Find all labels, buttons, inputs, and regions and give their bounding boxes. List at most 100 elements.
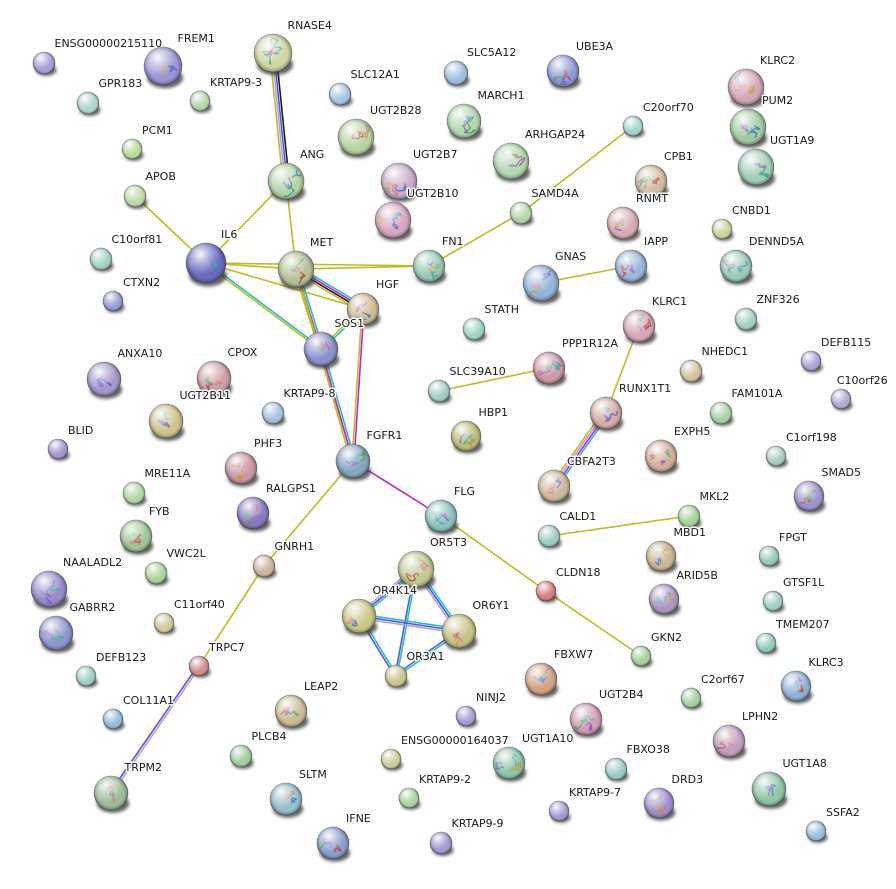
protein-node-GPR183[interactable]: GPR183 [76, 76, 144, 116]
protein-node-RUNX1T1[interactable]: RUNX1T1 [589, 381, 673, 432]
protein-node-UGT2B11[interactable]: UGT2B11 [148, 388, 232, 441]
edge-HGF-FGFR1-experiments[interactable] [353, 308, 365, 462]
protein-node-ANXA10[interactable]: ANXA10 [86, 346, 164, 399]
edge-TRPC7-TRPM2-cooccurrence[interactable] [109, 664, 199, 794]
protein-node-DRD3[interactable]: DRD3 [643, 772, 705, 821]
protein-node-UGT1A10[interactable]: UGT1A10 [492, 731, 575, 782]
protein-node-SSFA2[interactable]: SSFA2 [805, 805, 861, 843]
protein-node-NHEDC1[interactable]: NHEDC1 [679, 344, 750, 384]
protein-node-MRE11A[interactable]: MRE11A [122, 466, 192, 506]
protein-node-DEFB115[interactable]: DEFB115 [800, 335, 873, 373]
protein-node-MKL2[interactable]: MKL2 [677, 489, 731, 529]
protein-node-KRTAP9-2[interactable]: KRTAP9-2 [398, 772, 473, 810]
protein-node-FBXW7[interactable]: FBXW7 [524, 647, 595, 698]
protein-node-UGT2B4[interactable]: UGT2B4 [569, 687, 645, 738]
protein-node-SOS1[interactable]: SOS1 [303, 316, 366, 369]
edge-CLDN18-GKN2-textmining[interactable] [545, 590, 642, 657]
protein-node-SLC12A1[interactable]: SLC12A1 [328, 67, 401, 107]
protein-node-UGT2B28[interactable]: UGT2B28 [337, 103, 423, 159]
protein-node-UGT2B7[interactable]: UGT2B7 [380, 147, 459, 203]
protein-node-EXPH5[interactable]: EXPH5 [644, 424, 712, 475]
protein-node-TRPC7[interactable]: TRPC7 [188, 640, 246, 678]
protein-node-KRTAP9-7[interactable]: KRTAP9-7 [548, 785, 623, 823]
protein-node-ENSG00000215110[interactable]: ENSG00000215110 [32, 36, 164, 76]
protein-node-PLCB4[interactable]: PLCB4 [229, 729, 288, 769]
protein-node-C1orf198[interactable]: C1orf198 [765, 430, 838, 468]
protein-node-C20orf70[interactable]: C20orf70 [622, 100, 695, 138]
edge-IL6-FN1-textmining[interactable] [205, 262, 430, 267]
protein-node-SLC39A10[interactable]: SLC39A10 [427, 364, 507, 404]
edge-FGFR1-GNRH1-textmining[interactable] [263, 460, 354, 567]
protein-node-SAMD4A[interactable]: SAMD4A [509, 186, 581, 226]
protein-node-FREM1[interactable]: FREM1 [143, 31, 216, 89]
protein-node-RALGPS1[interactable]: RALGPS1 [236, 481, 318, 532]
protein-node-CBFA2T3[interactable]: CBFA2T3 [537, 454, 617, 505]
protein-node-FLG[interactable]: FLG [424, 484, 476, 535]
protein-node-FN1[interactable]: FN1 [412, 234, 465, 285]
protein-node-UGT1A9[interactable]: UGT1A9 [737, 133, 816, 189]
protein-node-KRTAP9-8[interactable]: KRTAP9-8 [261, 386, 337, 426]
protein-node-UBE3A[interactable]: UBE3A [546, 39, 615, 90]
protein-node-KLRC1[interactable]: KLRC1 [622, 294, 689, 345]
protein-node-PPP1R12A[interactable]: PPP1R12A [532, 336, 620, 387]
protein-node-APOB[interactable]: APOB [123, 169, 177, 209]
protein-node-RNASE4[interactable]: RNASE4 [253, 18, 333, 76]
protein-node-CPB1[interactable]: CPB1 [634, 149, 694, 200]
protein-node-FBXO38[interactable]: FBXO38 [604, 742, 671, 782]
protein-node-SLC5A12[interactable]: SLC5A12 [443, 45, 518, 88]
protein-node-ANG[interactable]: ANG [267, 147, 326, 203]
protein-node-FPGT[interactable]: FPGT [758, 530, 809, 568]
protein-node-RNMT[interactable]: RNMT [606, 191, 670, 242]
protein-node-MBD1[interactable]: MBD1 [645, 525, 708, 574]
protein-node-UGT1A8[interactable]: UGT1A8 [751, 756, 828, 809]
protein-node-TRPM2[interactable]: TRPM2 [93, 760, 164, 813]
protein-node-ZNF326[interactable]: ZNF326 [734, 292, 801, 332]
protein-node-CALD1[interactable]: CALD1 [537, 509, 598, 549]
protein-node-TMEM207[interactable]: TMEM207 [755, 617, 831, 655]
protein-node-BLID[interactable]: BLID [47, 423, 95, 461]
protein-node-KLRC3[interactable]: KLRC3 [780, 655, 845, 704]
protein-node-ARID5B[interactable]: ARID5B [648, 568, 719, 617]
protein-node-DEFB123[interactable]: DEFB123 [75, 650, 148, 688]
protein-node-MARCH1[interactable]: MARCH1 [446, 88, 526, 141]
protein-node-C11orf40[interactable]: C11orf40 [153, 597, 226, 635]
protein-node-OR4K14[interactable]: OR4K14 [341, 583, 419, 636]
protein-node-GABRR2[interactable]: GABRR2 [38, 600, 117, 653]
protein-node-SLTM[interactable]: SLTM [269, 767, 328, 818]
protein-node-KRTAP9-9[interactable]: KRTAP9-9 [429, 816, 505, 856]
edge-PPP1R12A-SLC39A10-textmining[interactable] [438, 367, 550, 392]
protein-node-LEAP2[interactable]: LEAP2 [274, 679, 340, 730]
protein-node-OR5T3[interactable]: OR5T3 [397, 535, 469, 591]
edge-HGF-FGFR1-textmining[interactable] [351, 308, 363, 462]
protein-node-ENSG00000164037[interactable]: ENSG00000164037 [380, 733, 510, 771]
protein-node-PHF3[interactable]: PHF3 [224, 436, 284, 487]
protein-node-ARHGAP24[interactable]: ARHGAP24 [492, 127, 587, 183]
protein-node-LPHN2[interactable]: LPHN2 [712, 709, 780, 760]
protein-node-KRTAP9-3[interactable]: KRTAP9-3 [189, 75, 264, 113]
protein-node-DENND5A[interactable]: DENND5A [719, 234, 806, 285]
protein-node-STATH[interactable]: STATH [462, 302, 521, 342]
protein-node-IL6[interactable]: IL6 [185, 227, 239, 287]
protein-node-GNRH1[interactable]: GNRH1 [252, 539, 316, 579]
protein-node-NINJ2[interactable]: NINJ2 [455, 690, 507, 728]
protein-node-PUM2[interactable]: PUM2 [729, 93, 795, 149]
protein-node-FGFR1[interactable]: FGFR1 [335, 428, 404, 481]
protein-node-IFNE[interactable]: IFNE [316, 811, 372, 862]
protein-node-C10orf26[interactable]: C10orf26 [830, 373, 889, 411]
edge-GNRH1-TRPC7-textmining[interactable] [198, 565, 265, 667]
protein-node-VWC2L[interactable]: VWC2L [144, 546, 208, 586]
protein-node-C2orf67[interactable]: C2orf67 [680, 672, 746, 710]
protein-node-FAM101A[interactable]: FAM101A [709, 386, 784, 426]
protein-node-C10orf81[interactable]: C10orf81 [89, 232, 164, 272]
protein-node-FYB[interactable]: FYB [119, 504, 171, 555]
edge-TRPC7-TRPM2-homology[interactable] [111, 665, 201, 795]
edge-SAMD4A-C20orf70-textmining[interactable] [520, 125, 634, 214]
edge-CALD1-MKL2-textmining[interactable] [548, 515, 690, 537]
protein-node-GNAS[interactable]: GNAS [522, 249, 588, 305]
edge-MET-FN1-textmining[interactable] [295, 265, 430, 270]
protein-node-GKN2[interactable]: GKN2 [630, 630, 683, 668]
protein-node-MET[interactable]: MET [277, 235, 335, 291]
protein-node-CPOX[interactable]: CPOX [196, 345, 259, 398]
protein-node-HGF[interactable]: HGF [346, 277, 401, 328]
protein-node-CTXN2[interactable]: CTXN2 [102, 275, 162, 313]
